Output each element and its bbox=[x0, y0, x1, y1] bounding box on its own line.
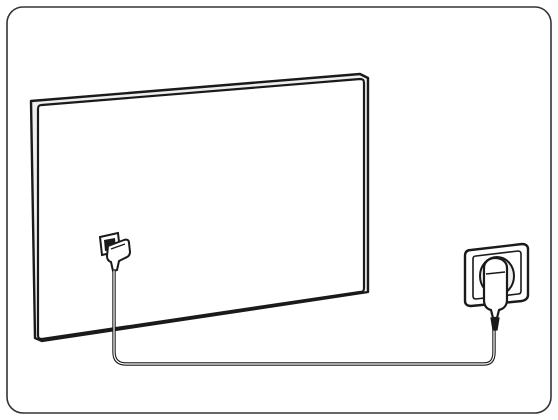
power-plug-icon bbox=[98, 231, 131, 272]
wall-outlet-icon bbox=[463, 242, 530, 331]
